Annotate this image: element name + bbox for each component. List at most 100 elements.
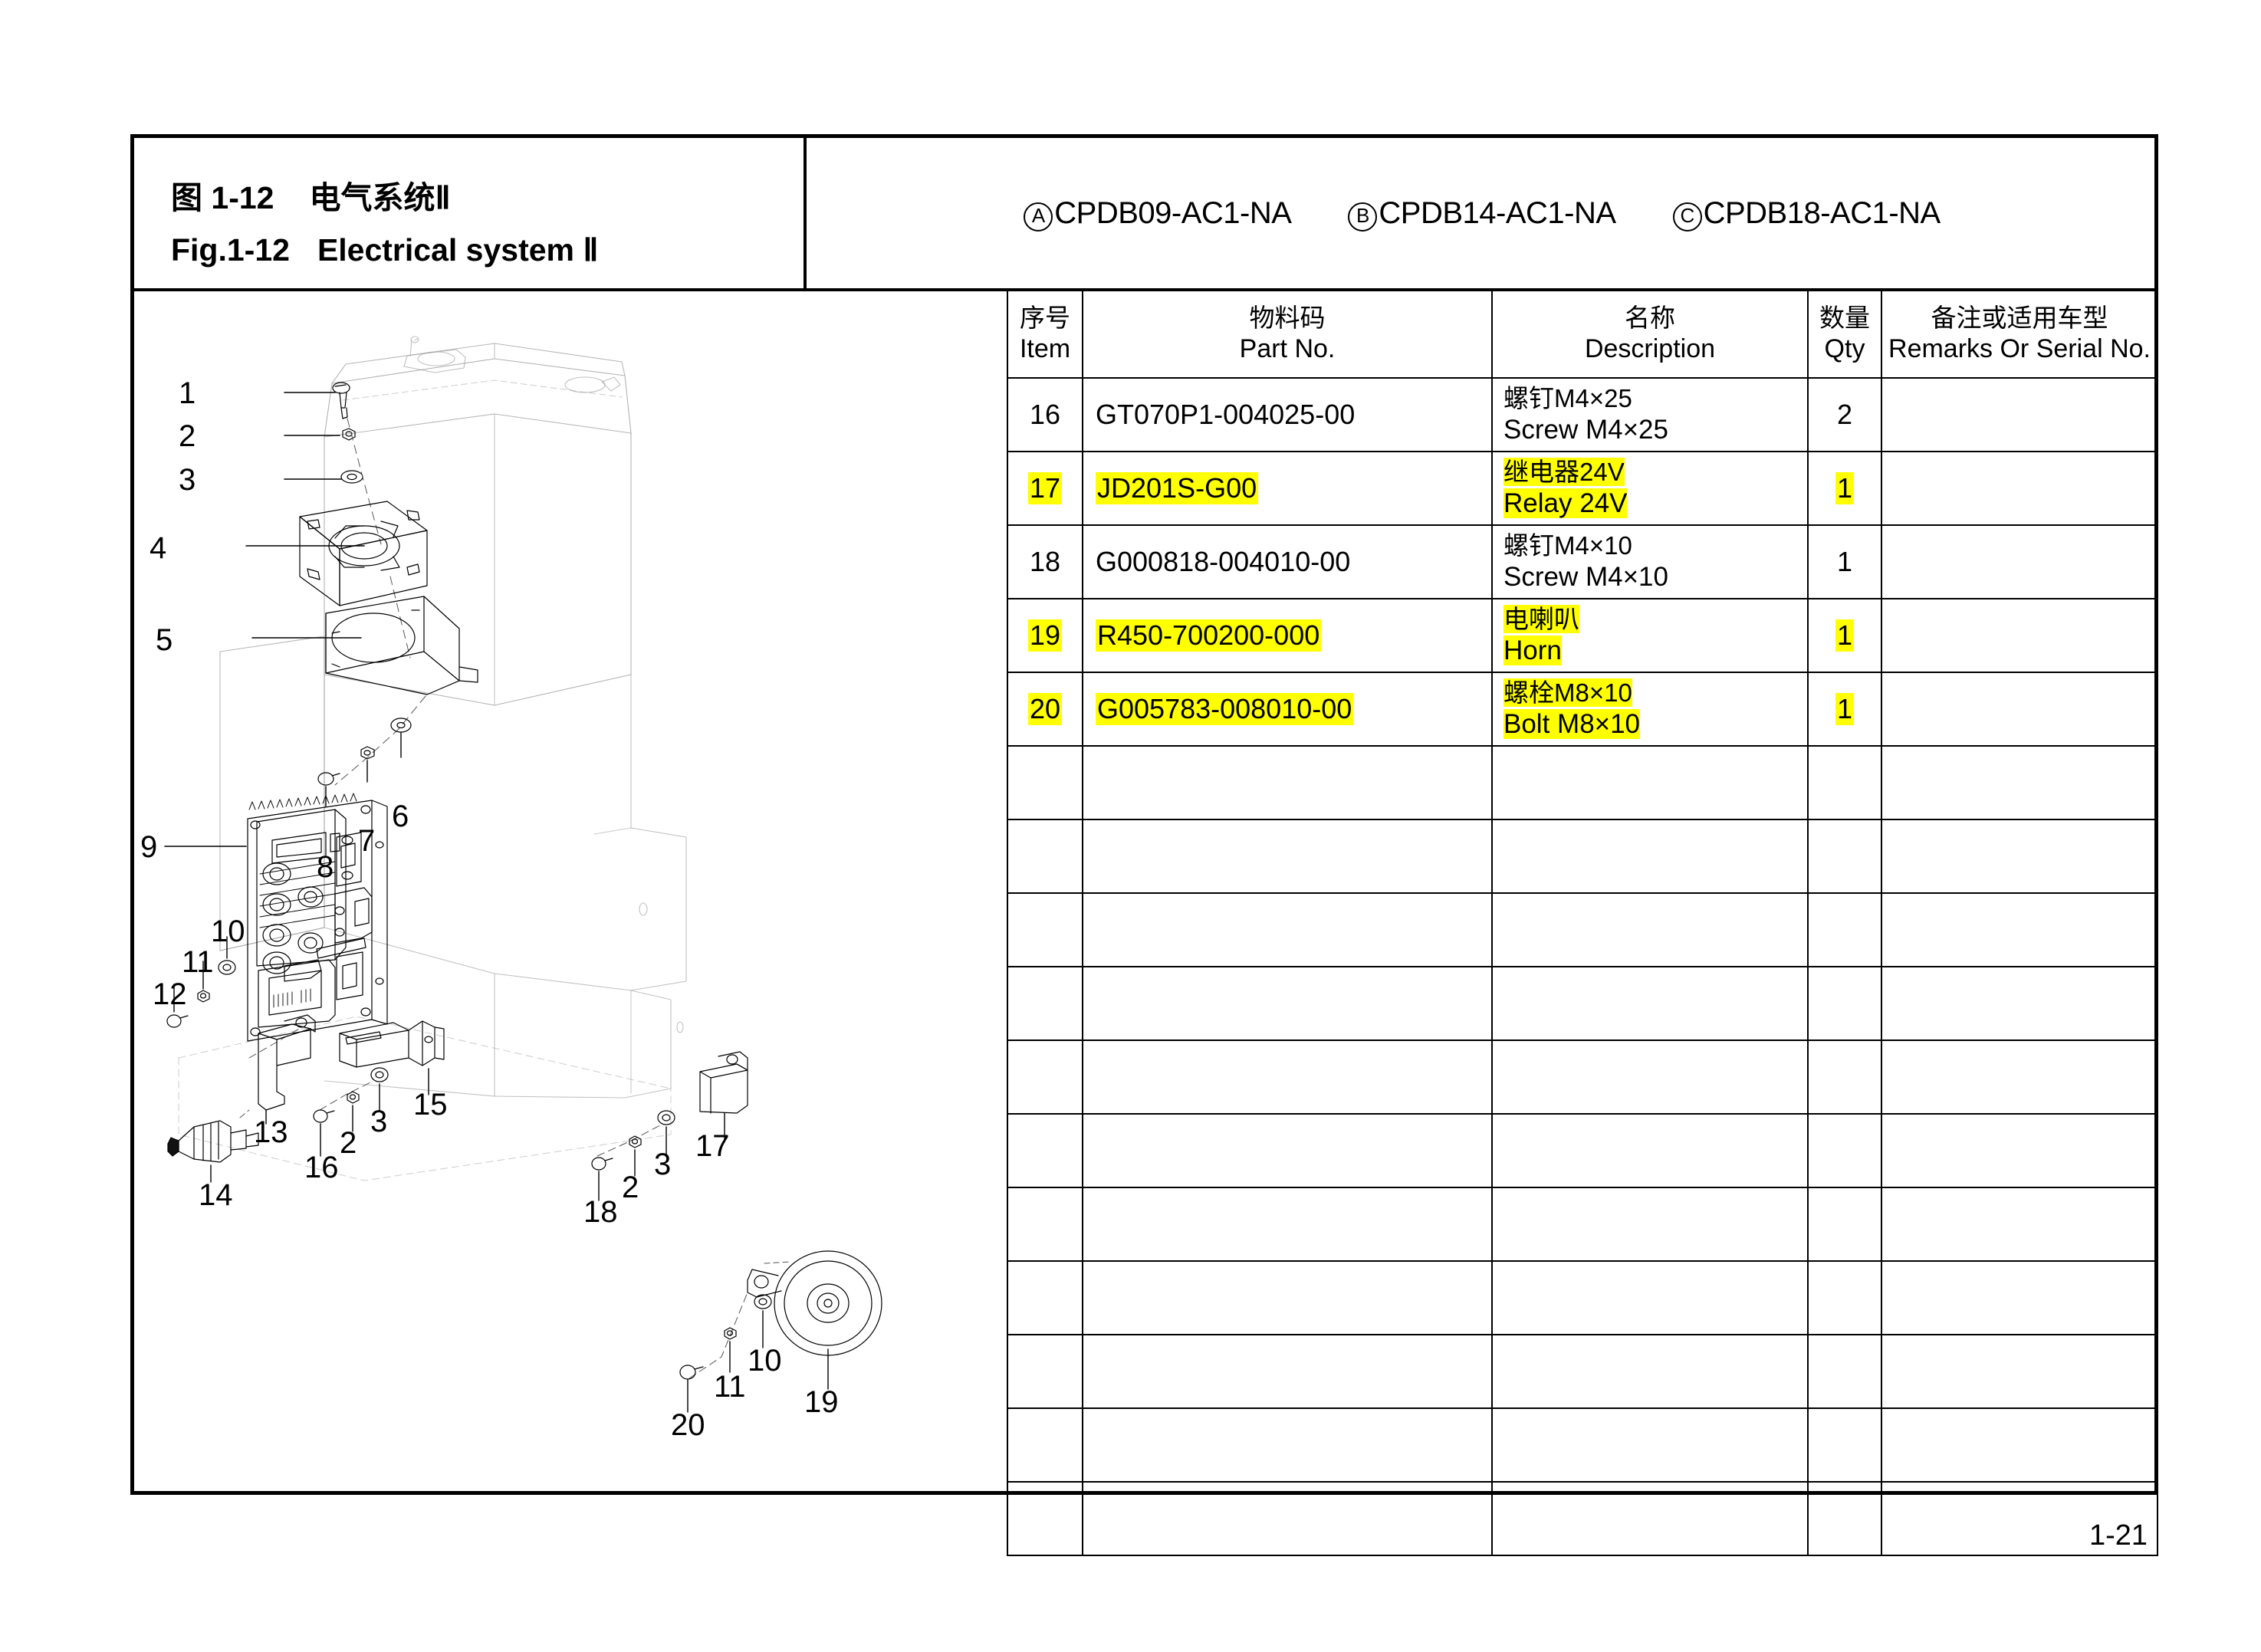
- table-row-empty: [1007, 1113, 2158, 1188]
- fastener-stack-right: [591, 1110, 675, 1201]
- cell-remarks: [1881, 524, 2158, 599]
- cell-description: [1491, 892, 1809, 967]
- cell-part-no: [1082, 1260, 1493, 1335]
- table-row-empty: [1007, 745, 2158, 820]
- callout-11-b: 11: [714, 1370, 746, 1404]
- callout-16: 16: [304, 1151, 339, 1184]
- cell-part-no: [1082, 966, 1493, 1041]
- cell-item: [1007, 819, 1083, 894]
- cell-qty: [1807, 745, 1882, 820]
- table-header-row: 序号 Item 物料码 Part No. 名称 Description 数量 Q…: [1007, 290, 2158, 379]
- cell-qty: [1807, 1407, 1882, 1483]
- callout-17: 17: [695, 1129, 730, 1163]
- cell-description: [1491, 745, 1809, 820]
- exploded-diagram: 1 2 3 4 5 6 7 8 9 10 11 12 13 14 16 2 3 …: [134, 291, 1007, 1492]
- table-row-empty: [1007, 819, 2158, 894]
- page-number: 1-21: [2088, 1519, 2148, 1552]
- cell-item: 20: [1007, 672, 1083, 747]
- description-en: Relay 24V: [1503, 488, 1628, 518]
- header-part-no: 物料码 Part No.: [1082, 290, 1493, 379]
- battery-cabinet: [178, 336, 687, 1181]
- cell-part-no: [1082, 1039, 1493, 1115]
- cell-part-no: [1082, 1187, 1493, 1262]
- circled-mark-a: A: [1024, 202, 1053, 232]
- nut-part-7: [360, 746, 375, 783]
- fan-shroud: [251, 596, 478, 695]
- cell-item: [1007, 1039, 1083, 1115]
- cell-part-no: [1082, 819, 1493, 894]
- relay: [699, 1051, 748, 1143]
- header-item-en: Item: [1019, 334, 1071, 364]
- cell-part-no: G000818-004010-00: [1082, 524, 1493, 599]
- callout-2-b: 2: [340, 1126, 357, 1160]
- cell-qty: [1807, 1481, 1882, 1556]
- cell-item: [1007, 1113, 1083, 1188]
- cell-part-no: R450-700200-000: [1082, 598, 1493, 673]
- circled-mark-c: C: [1672, 202, 1702, 232]
- title-block: 图 1-12 电气系统Ⅱ Fig.1-12 Electrical system …: [134, 138, 807, 290]
- qty-value: 2: [1836, 399, 1853, 430]
- cell-item: [1007, 1334, 1083, 1409]
- horn: [747, 1250, 882, 1390]
- callout-4: 4: [150, 531, 166, 565]
- fastener-stack-left: [166, 936, 300, 1059]
- cell-part-no: [1082, 1334, 1493, 1409]
- washer-part-3: [284, 470, 363, 484]
- table-row-empty: [1007, 1481, 2158, 1556]
- cell-part-no: [1082, 1481, 1493, 1556]
- item-number: 19: [1027, 619, 1063, 652]
- header-qty-en: Qty: [1824, 334, 1865, 364]
- cell-part-no: [1082, 892, 1493, 967]
- cell-remarks: [1881, 451, 2158, 526]
- cell-part-no: GT070P1-004025-00: [1082, 377, 1493, 452]
- cell-item: [1007, 1260, 1083, 1335]
- description-en: Bolt M8×10: [1503, 708, 1641, 739]
- cell-remarks: [1881, 1187, 2158, 1262]
- description-en: Screw M4×25: [1503, 414, 1668, 445]
- cell-remarks: [1881, 966, 2158, 1041]
- cell-remarks: [1881, 819, 2158, 894]
- header-description-cn: 名称: [1625, 304, 1675, 333]
- description-en: Screw M4×10: [1503, 561, 1668, 592]
- cell-qty: [1807, 1039, 1882, 1115]
- callout-20: 20: [671, 1408, 705, 1442]
- description-cn: 电喇叭: [1503, 604, 1579, 633]
- callout-10-b: 10: [748, 1344, 782, 1378]
- cell-qty: [1807, 819, 1882, 894]
- cell-qty: [1807, 1260, 1882, 1335]
- title-english: Fig.1-12 Electrical system Ⅱ: [171, 232, 804, 268]
- figure-number-en: Fig.1-12: [171, 232, 290, 268]
- cell-item: [1007, 1481, 1083, 1556]
- cell-remarks: [1881, 377, 2158, 452]
- part-number: JD201S-G00: [1096, 472, 1259, 504]
- cooling-fan: [245, 501, 428, 606]
- title-chinese: 图 1-12 电气系统Ⅱ: [171, 172, 804, 218]
- fastener-stack-horn: [679, 1292, 772, 1413]
- item-number: 20: [1027, 693, 1063, 725]
- cell-description: [1491, 1334, 1809, 1409]
- part-number: R450-700200-000: [1096, 619, 1322, 652]
- cell-item: 19: [1007, 598, 1083, 673]
- cell-part-no: [1082, 745, 1493, 820]
- header-description: 名称 Description: [1491, 290, 1809, 379]
- table-row-empty: [1007, 1334, 2158, 1409]
- header-description-en: Description: [1584, 334, 1716, 364]
- description-cn: 螺栓M8×10: [1503, 678, 1632, 707]
- item-number: 16: [1029, 399, 1061, 430]
- cell-description: [1491, 966, 1809, 1041]
- cell-description: [1491, 1187, 1809, 1262]
- qty-value: 1: [1835, 693, 1855, 725]
- cell-qty: [1807, 966, 1882, 1041]
- table-row-empty: [1007, 1407, 2158, 1483]
- model-code-b: CPDB14-AC1-NA: [1379, 196, 1616, 230]
- cell-qty: 1: [1807, 672, 1882, 747]
